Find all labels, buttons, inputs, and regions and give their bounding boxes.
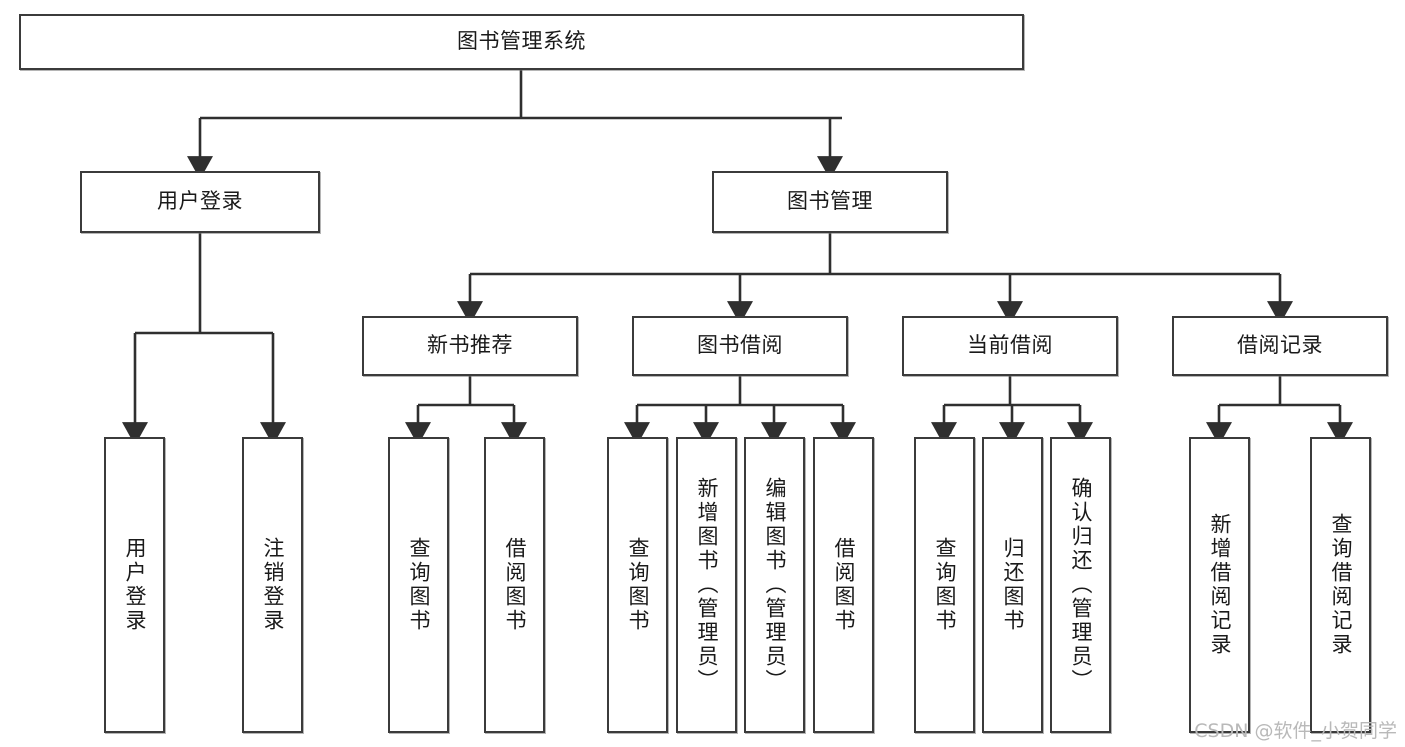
node-user-login-label: 用户登录 bbox=[157, 189, 243, 214]
leaf-node[interactable]: 查询借阅记录 bbox=[1310, 437, 1371, 733]
leaf-node[interactable]: 用户登录 bbox=[104, 437, 165, 733]
node-borrow-record[interactable]: 借阅记录 bbox=[1172, 316, 1388, 376]
leaf-node[interactable]: 借阅图书 bbox=[484, 437, 545, 733]
leaf-node-label: 注销登录 bbox=[261, 537, 285, 633]
node-root[interactable]: 图书管理系统 bbox=[19, 14, 1024, 70]
node-borrow-record-label: 借阅记录 bbox=[1237, 333, 1323, 358]
leaf-node[interactable]: 借阅图书 bbox=[813, 437, 874, 733]
leaf-node-label: 查询图书 bbox=[626, 537, 650, 633]
leaf-node[interactable]: 注销登录 bbox=[242, 437, 303, 733]
leaf-node[interactable]: 新增图书（管理员） bbox=[676, 437, 737, 733]
node-current-borrow-label: 当前借阅 bbox=[967, 333, 1053, 358]
leaf-node-label: 新增借阅记录 bbox=[1208, 513, 1232, 657]
node-user-login[interactable]: 用户登录 bbox=[80, 171, 320, 233]
node-book-manage[interactable]: 图书管理 bbox=[712, 171, 948, 233]
node-new-book-recommend[interactable]: 新书推荐 bbox=[362, 316, 578, 376]
leaf-node-label: 新增图书（管理员） bbox=[695, 477, 719, 693]
leaf-node-label: 用户登录 bbox=[123, 537, 147, 633]
leaf-node[interactable]: 归还图书 bbox=[982, 437, 1043, 733]
node-current-borrow[interactable]: 当前借阅 bbox=[902, 316, 1118, 376]
leaf-node-label: 确认归还（管理员） bbox=[1069, 477, 1093, 693]
leaf-node-label: 编辑图书（管理员） bbox=[763, 477, 787, 693]
leaf-node-label: 查询图书 bbox=[407, 537, 431, 633]
leaf-node[interactable]: 确认归还（管理员） bbox=[1050, 437, 1111, 733]
leaf-node-label: 借阅图书 bbox=[503, 537, 527, 633]
leaf-node-label: 借阅图书 bbox=[832, 537, 856, 633]
leaf-node-label: 归还图书 bbox=[1001, 537, 1025, 633]
node-root-label: 图书管理系统 bbox=[457, 29, 586, 54]
node-book-borrow[interactable]: 图书借阅 bbox=[632, 316, 848, 376]
node-new-book-recommend-label: 新书推荐 bbox=[427, 333, 513, 358]
leaf-node[interactable]: 新增借阅记录 bbox=[1189, 437, 1250, 733]
leaf-node-label: 查询图书 bbox=[933, 537, 957, 633]
leaf-node[interactable]: 查询图书 bbox=[914, 437, 975, 733]
leaf-node[interactable]: 查询图书 bbox=[607, 437, 668, 733]
leaf-node[interactable]: 编辑图书（管理员） bbox=[744, 437, 805, 733]
node-book-borrow-label: 图书借阅 bbox=[697, 333, 783, 358]
node-book-manage-label: 图书管理 bbox=[787, 189, 873, 214]
leaf-node[interactable]: 查询图书 bbox=[388, 437, 449, 733]
leaf-node-label: 查询借阅记录 bbox=[1329, 513, 1353, 657]
